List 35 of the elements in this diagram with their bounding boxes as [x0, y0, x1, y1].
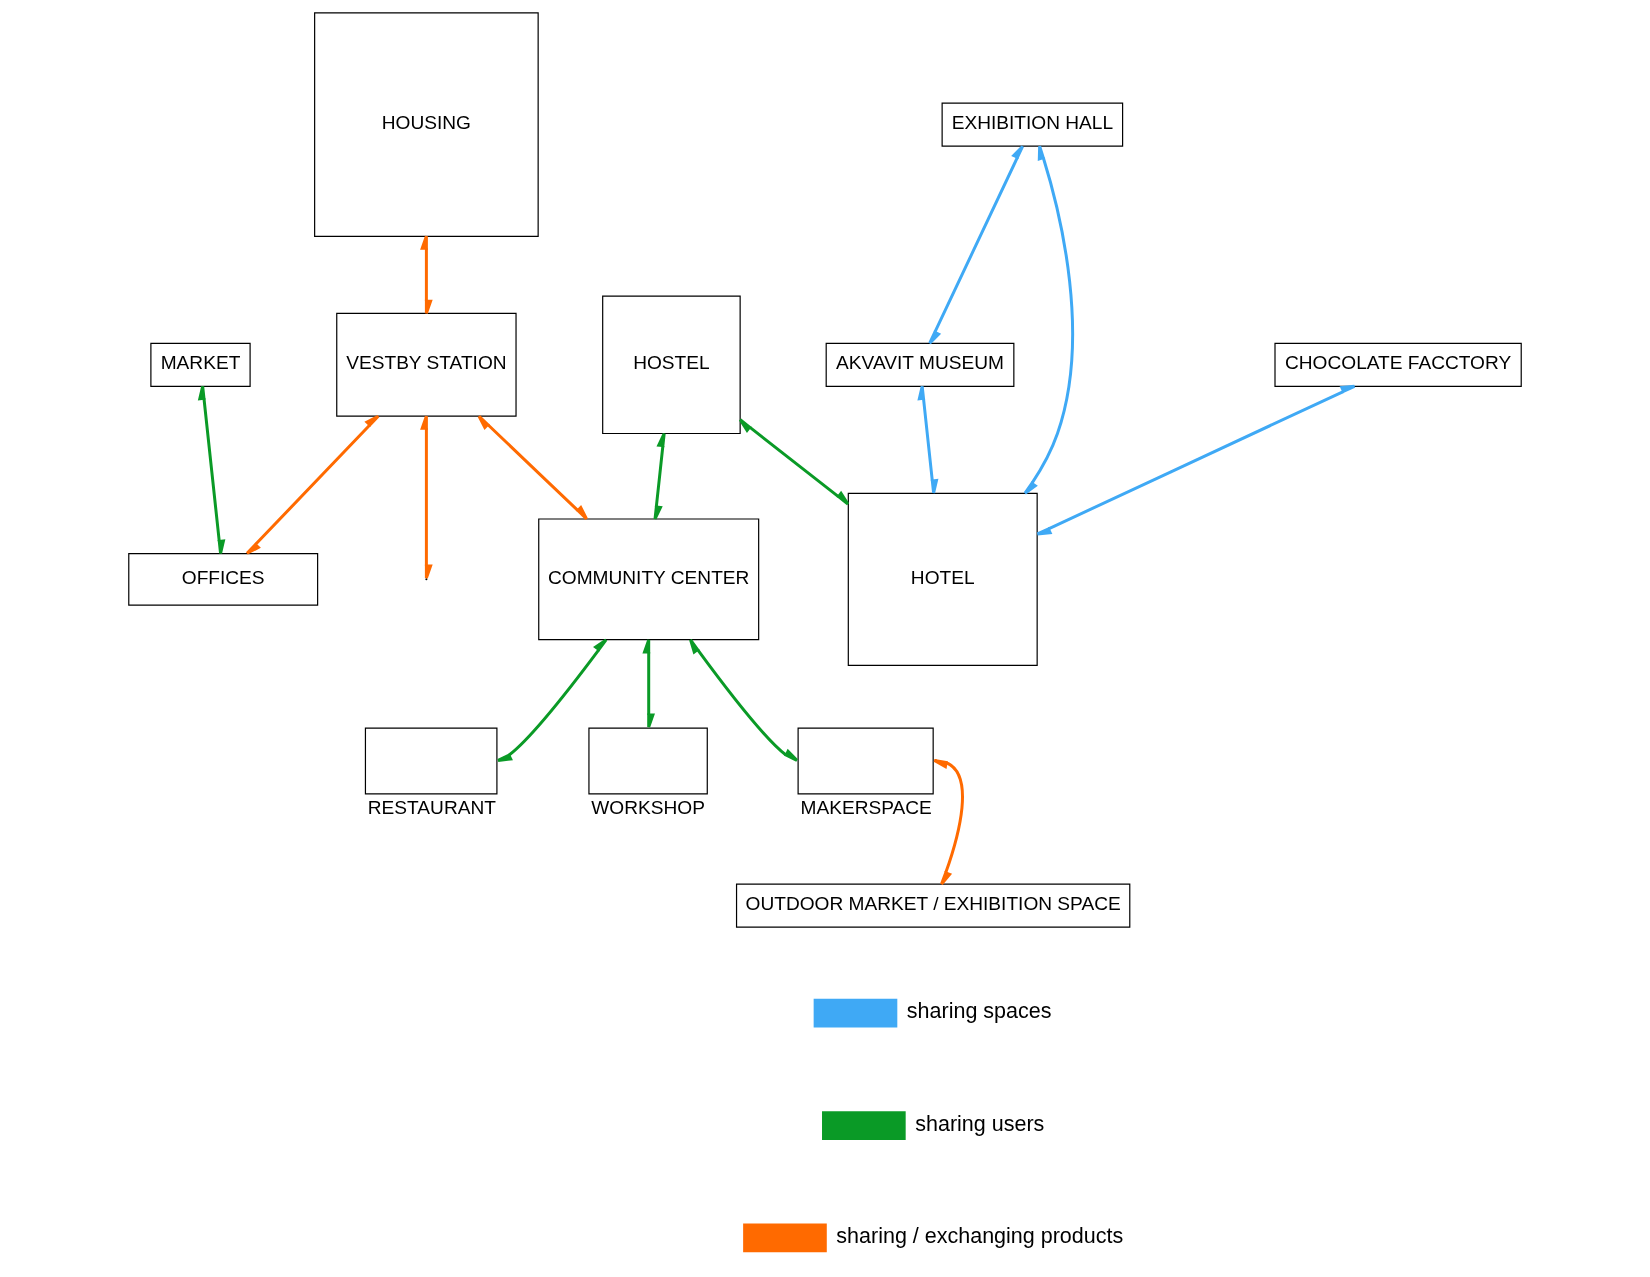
node-box: COMMUNITY CENTER [538, 518, 760, 641]
node-box: CHOCOLATE FACCTORY [1274, 342, 1522, 387]
node-box: HOUSING [314, 12, 539, 237]
node-box [797, 727, 934, 795]
arrow [245, 414, 380, 555]
node-box: HOSTEL [602, 295, 741, 435]
legend-label: sharing users [915, 1111, 1045, 1136]
arrow [1023, 144, 1075, 495]
node-box: OFFICES [128, 553, 319, 606]
arrow [197, 384, 226, 555]
legend-label: sharing / exchanging products [836, 1224, 1124, 1249]
legend-label: sharing spaces [906, 999, 1052, 1024]
arrow [477, 414, 589, 521]
arrow [420, 234, 433, 315]
arrow [496, 638, 608, 762]
node-box [588, 727, 708, 795]
node-box: VESTBY STATION [336, 312, 517, 417]
arrow [420, 414, 433, 580]
node-box [364, 727, 498, 795]
arrow [653, 432, 666, 521]
node-box: OUTDOOR MARKET / EXHIBITION SPACE [735, 883, 1131, 928]
arrow [1036, 384, 1356, 536]
node-label: WORKSHOP [591, 796, 705, 818]
arrow [917, 384, 939, 495]
node-box: HOTEL [847, 492, 1038, 666]
arrow [928, 144, 1025, 345]
node-label: MAKERSPACE [800, 796, 932, 818]
arrow [689, 638, 799, 762]
node-box: MARKET [150, 342, 251, 387]
node-box: AKVAVIT MUSEUM [825, 342, 1015, 387]
node-label: RESTAURANT [367, 796, 496, 818]
node-box: EXHIBITION HALL [941, 102, 1124, 147]
arrow [642, 638, 655, 729]
arrow [932, 758, 964, 886]
arrow [738, 418, 850, 506]
